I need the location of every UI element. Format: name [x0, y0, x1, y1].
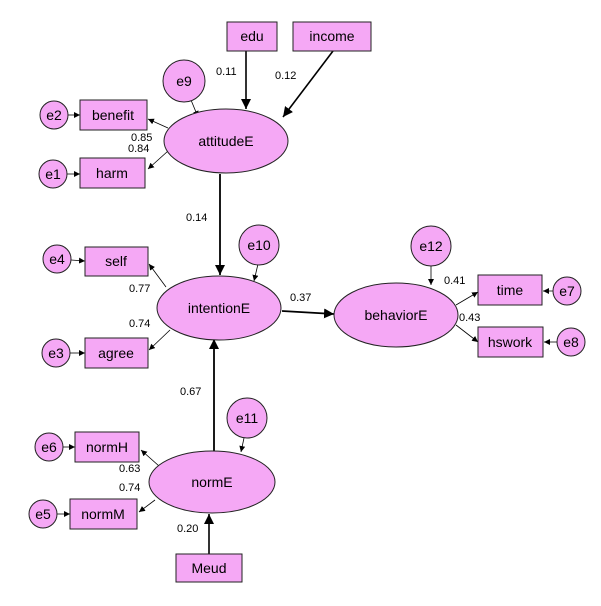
edge-income-attitude [282, 50, 334, 118]
edge-e10-intention [252, 263, 259, 282]
latent-normE-label: normE [191, 474, 232, 490]
observed-income-label: income [309, 28, 354, 44]
coefficients: 0.11 0.12 0.85 0.84 0.14 0.77 0.74 0.37 … [119, 66, 480, 535]
edge-intention-behavior [281, 308, 335, 319]
error-e10: e10 [238, 224, 280, 266]
observed-normM-label: normM [81, 506, 125, 522]
latent-behaviorE-label: behaviorE [364, 307, 427, 323]
coef-norm-intention: 0.67 [180, 386, 201, 398]
edge-norm-normH [140, 449, 160, 467]
coef-norm-normH: 0.63 [119, 463, 140, 475]
error-e9: e9 [162, 59, 206, 103]
observed-self: self [84, 246, 149, 277]
error-e8: e8 [556, 327, 586, 357]
error-e1: e1 [38, 159, 68, 189]
coef-behavior-time: 0.41 [444, 275, 465, 287]
observed-Meud-label: Meud [191, 560, 226, 576]
edges [57, 50, 557, 554]
observed-income: income [292, 21, 372, 52]
coef-norm-normM: 0.74 [119, 482, 140, 494]
error-e3: e3 [41, 338, 71, 368]
error-e8-label: e8 [563, 334, 579, 350]
coef-intention-behavior: 0.37 [290, 292, 311, 304]
error-e2-label: e2 [46, 107, 62, 123]
coef-meud-norm: 0.20 [177, 523, 198, 535]
observed-harm: harm [79, 157, 146, 189]
error-e4-label: e4 [49, 251, 65, 267]
observed-normH: normH [74, 431, 140, 463]
edge-behavior-time [455, 291, 479, 306]
coef-attitude-benefit: 0.85 [131, 132, 152, 144]
error-e11-label: e11 [236, 410, 259, 426]
edge-behavior-hswork [455, 324, 479, 343]
error-e9-label: e9 [176, 73, 192, 89]
coef-intention-agree: 0.74 [129, 318, 150, 330]
coef-behavior-hswork: 0.43 [459, 312, 480, 324]
error-e6: e6 [34, 432, 64, 462]
error-e3-label: e3 [48, 345, 64, 361]
edge-norm-normM [138, 499, 156, 513]
error-e10-label: e10 [247, 237, 271, 253]
error-e11: e11 [226, 397, 268, 439]
edge-e11-norm [239, 437, 246, 453]
error-e12: e12 [410, 225, 452, 267]
error-e2: e2 [39, 100, 69, 130]
observed-harm-label: harm [96, 165, 128, 181]
coef-attitude-harm: 0.84 [128, 143, 149, 155]
observed-Meud: Meud [175, 553, 243, 583]
observed-benefit-label: benefit [92, 107, 134, 123]
edge-attitude-harm [147, 150, 169, 170]
latent-intentionE: intentionE [156, 275, 282, 341]
observed-agree-label: agree [98, 345, 134, 361]
error-e5-label: e5 [35, 506, 51, 522]
latent-attitudeE-label: attitudeE [198, 133, 253, 149]
edge-intention-self [148, 263, 167, 288]
edge-intention-agree [148, 329, 171, 351]
observed-normH-label: normH [86, 439, 128, 455]
error-e6-label: e6 [41, 439, 57, 455]
edge-attitude-benefit [147, 118, 169, 129]
coef-intention-self: 0.77 [129, 283, 150, 295]
error-e5: e5 [28, 499, 58, 529]
latent-attitudeE: attitudeE [163, 108, 289, 174]
coef-income-attitude: 0.12 [275, 70, 296, 82]
error-e7-label: e7 [559, 283, 575, 299]
coef-edu-attitude: 0.11 [216, 66, 237, 78]
observed-time: time [477, 274, 543, 306]
observed-agree: agree [84, 337, 149, 369]
error-e12-label: e12 [419, 238, 443, 254]
edge-e4-self [70, 257, 86, 264]
observed-self-label: self [105, 253, 127, 269]
error-e4: e4 [42, 244, 72, 274]
coef-attitude-intention: 0.14 [186, 212, 207, 224]
latent-normE: normE [148, 450, 276, 514]
latent-behaviorE: behaviorE [333, 282, 459, 348]
observed-time-label: time [497, 282, 524, 298]
observed-edu: edu [226, 21, 278, 52]
latent-intentionE-label: intentionE [188, 300, 250, 316]
observed-hswork-label: hswork [488, 334, 533, 350]
observed-benefit: benefit [79, 99, 148, 131]
error-e7: e7 [552, 276, 582, 306]
observed-normM: normM [69, 498, 138, 530]
error-e1-label: e1 [45, 166, 61, 182]
observed-edu-label: edu [240, 28, 263, 44]
observed-hswork: hswork [477, 326, 544, 358]
